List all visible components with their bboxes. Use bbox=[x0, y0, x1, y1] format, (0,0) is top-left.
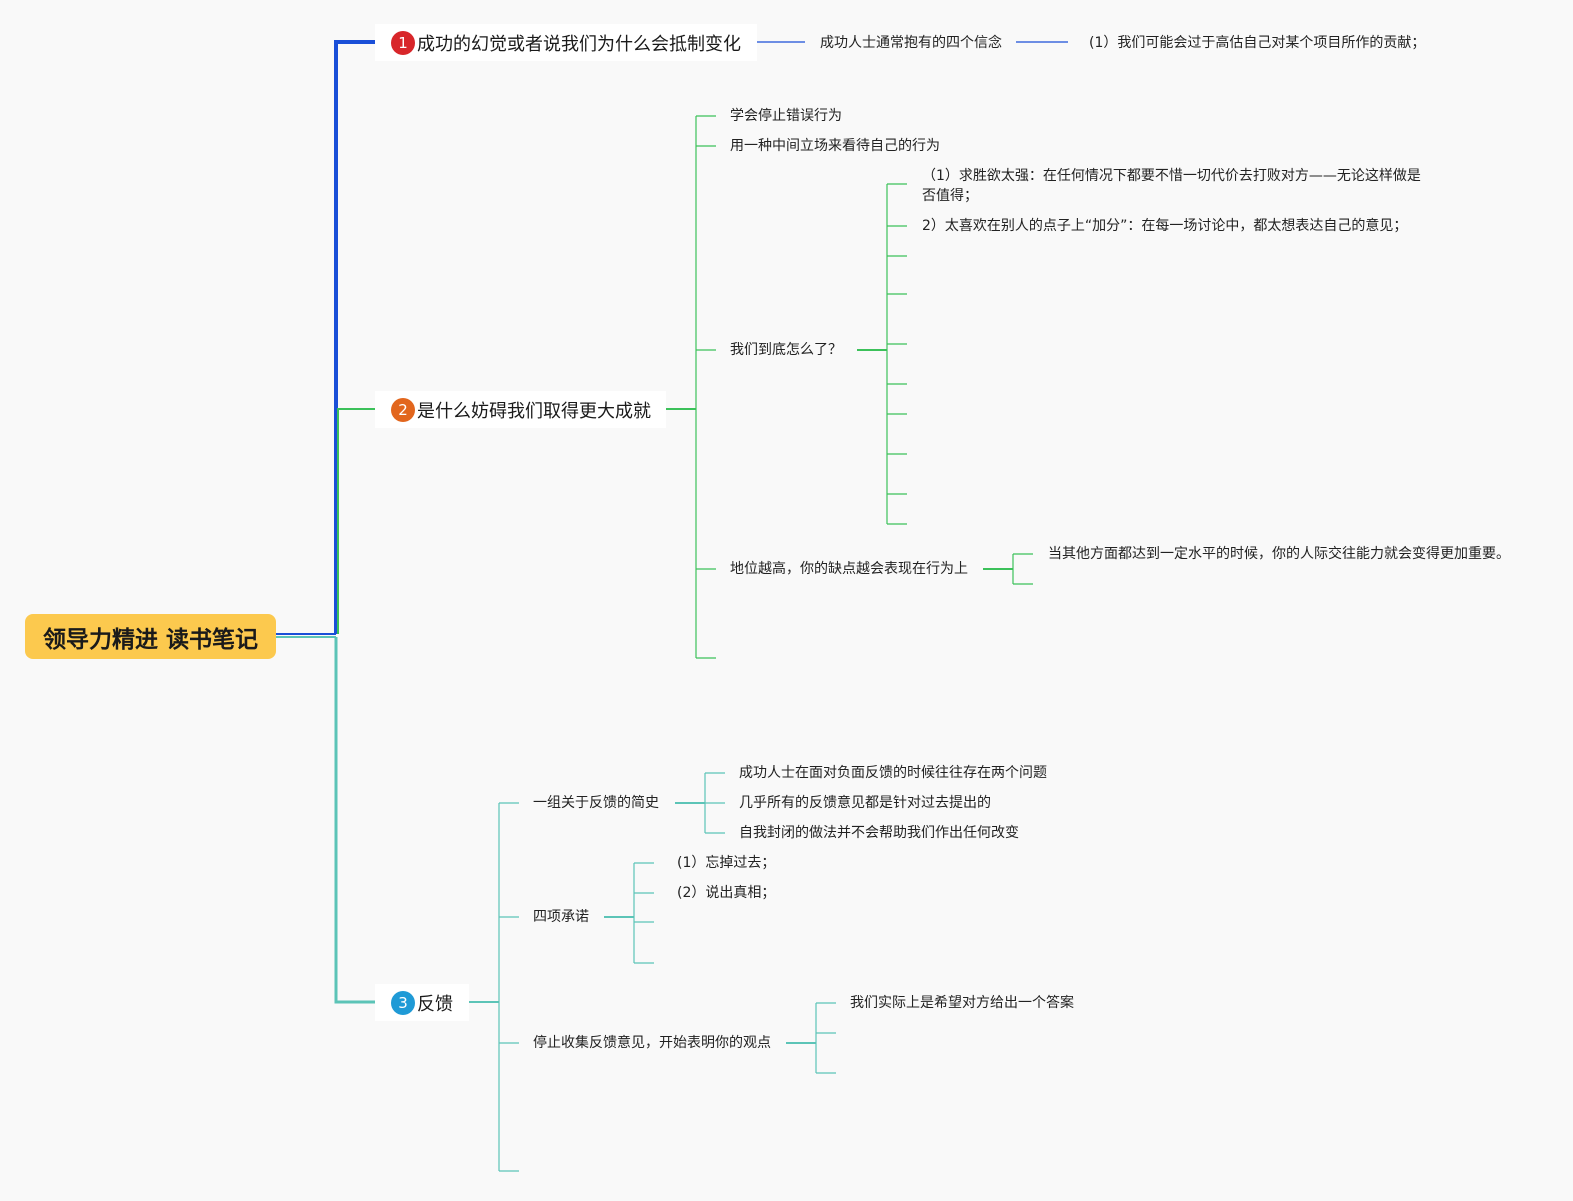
topic-1-belief-1[interactable]: (1）我们可能会过于高估自己对某个项目所作的贡献； bbox=[1089, 35, 1426, 51]
number-1-badge-icon: 1 bbox=[391, 30, 415, 55]
topic-2-interpersonal-note[interactable]: 当其他方面都达到一定水平的时候，你的人际交往能力就会变得更加重要。 bbox=[1048, 546, 1510, 562]
topic-2-node[interactable]: 2 是什么妨碍我们取得更大成就 bbox=[375, 391, 666, 428]
topic-2-habit-2[interactable]: 2）太喜欢在别人的点子上“加分”：在每一场讨论中，都太想表达自己的意见； bbox=[922, 218, 1408, 234]
topic-3-item-commitments[interactable]: 四项承诺 bbox=[533, 909, 589, 925]
branch-3-connectors bbox=[334, 637, 836, 1172]
topic-1-node[interactable]: 1 成功的幻觉或者说我们为什么会抵制变化 bbox=[375, 24, 757, 61]
root-node[interactable]: 领导力精进 读书笔记 bbox=[25, 614, 276, 659]
number-2-badge-icon: 2 bbox=[391, 397, 415, 422]
topic-3-commitment-2[interactable]: (2）说出真相； bbox=[677, 885, 776, 901]
topic-3-history-2[interactable]: 几乎所有的反馈意见都是针对过去提出的 bbox=[739, 795, 991, 811]
topic-1-item-beliefs[interactable]: 成功人士通常抱有的四个信念 bbox=[820, 35, 1002, 51]
number-3-badge-icon: 3 bbox=[391, 990, 415, 1015]
topic-3-item-stop-collecting[interactable]: 停止收集反馈意见，开始表明你的观点 bbox=[533, 1035, 771, 1051]
root-connector bbox=[276, 633, 336, 638]
topic-3-commitment-1[interactable]: (1）忘掉过去； bbox=[677, 855, 776, 871]
topic-2-title: 是什么妨碍我们取得更大成就 bbox=[417, 400, 651, 422]
topic-3-history-1[interactable]: 成功人士在面对负面反馈的时候往往存在两个问题 bbox=[739, 765, 1047, 781]
branch-1-connectors bbox=[334, 40, 1068, 634]
topic-2-item-stop-wrong[interactable]: 学会停止错误行为 bbox=[730, 108, 842, 124]
topic-2-item-higher-position[interactable]: 地位越高，你的缺点越会表现在行为上 bbox=[730, 561, 968, 577]
topic-2-item-neutral-view[interactable]: 用一种中间立场来看待自己的行为 bbox=[730, 138, 940, 154]
topic-2-habit-1[interactable]: （1）求胜欲太强：在任何情况下都要不惜一切代价去打败对方——无论这样做是否值得； bbox=[922, 168, 1421, 204]
topic-3-history-3[interactable]: 自我封闭的做法并不会帮助我们作出任何改变 bbox=[739, 825, 1019, 841]
topic-3-node[interactable]: 3 反馈 bbox=[375, 984, 469, 1021]
topic-2-item-what-happened[interactable]: 我们到底怎么了？ bbox=[730, 342, 842, 358]
topic-3-title: 反馈 bbox=[417, 993, 453, 1015]
branch-2-connectors bbox=[337, 115, 1033, 659]
topic-3-item-history[interactable]: 一组关于反馈的简史 bbox=[533, 795, 659, 811]
topic-3-answer-note[interactable]: 我们实际上是希望对方给出一个答案 bbox=[850, 995, 1074, 1011]
topic-1-title: 成功的幻觉或者说我们为什么会抵制变化 bbox=[417, 33, 741, 55]
